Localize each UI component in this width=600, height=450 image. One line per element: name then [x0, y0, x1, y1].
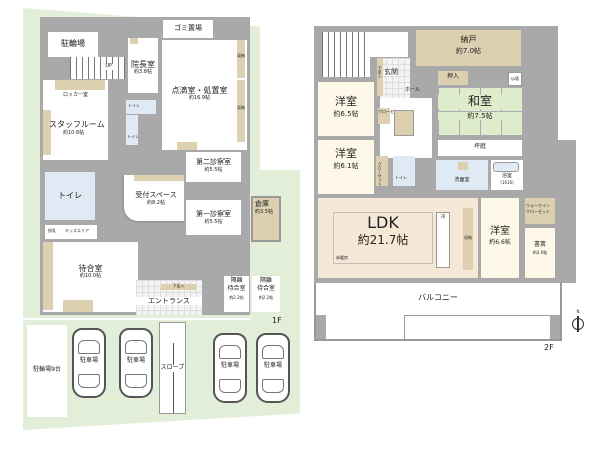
- room-garbage: ゴミ置場: [163, 20, 213, 38]
- nursing-label: 授乳: [48, 228, 56, 233]
- altar: 仏壇: [508, 72, 522, 86]
- storage-cabinet: 収納: [463, 208, 473, 270]
- room-name: 受付スペース: [135, 191, 177, 199]
- room-entrance[interactable]: 下足入 エントランス: [136, 280, 202, 315]
- room-isolation-1: 隔離 待合室 約2.2帖: [224, 276, 249, 312]
- staircase-2f[interactable]: DN: [322, 32, 378, 77]
- room-western-3: 洋室 約6.6帖: [481, 198, 519, 278]
- room-size: 約5.5帖: [204, 167, 223, 173]
- room-size: 約8.2帖: [147, 200, 165, 206]
- parking-space-2[interactable]: 駐車場: [119, 328, 153, 398]
- room-size: 約10.6帖: [63, 130, 85, 136]
- room-storeroom: 納戸 約7.0帖: [416, 30, 521, 66]
- room-exam-1: 第一診察室 約5.5帖: [186, 200, 241, 235]
- room-study: 書斎 約3.0帖: [525, 228, 555, 278]
- room-ldk: LDK 約21.7帖 床暖房 冷 収納: [318, 198, 478, 278]
- storage-cabinet: [43, 242, 53, 310]
- storage-cabinet: 収納: [237, 40, 245, 78]
- room-exam-2: 第二診察室 約5.5帖: [186, 152, 241, 182]
- slope-arrow-icon: [173, 343, 174, 413]
- balcony-inner: [404, 315, 554, 339]
- parking-space-1[interactable]: 駐車場: [72, 328, 106, 398]
- room-size: 約16.9帖: [188, 95, 211, 101]
- shoe-box: 下足入: [161, 283, 196, 290]
- room-japanese: 和室 約7.5帖: [438, 87, 522, 135]
- closet-1: クローゼット: [378, 108, 402, 124]
- nursing-kids-area: 授乳 キッズエリア: [45, 225, 97, 239]
- floor-label-1f: 1F: [272, 316, 282, 325]
- parking-space-4[interactable]: 駐車場: [256, 333, 290, 403]
- closet-push: 押入: [438, 71, 468, 85]
- pillar: [550, 315, 560, 339]
- room-toilet-main: トイレ: [45, 172, 95, 220]
- room-name: トイレ: [58, 191, 82, 200]
- room-name: 第二診察室: [196, 158, 231, 166]
- room-staff: ロッカー室 スタッフルーム 約10.6帖: [43, 80, 108, 160]
- room-director: 院長室 約3.8帖: [128, 38, 158, 93]
- room-name: 待合室: [78, 264, 103, 273]
- room-name: エントランス: [136, 297, 202, 306]
- room-name: スタッフルーム: [49, 120, 105, 129]
- bathtub-icon: [493, 162, 519, 172]
- room-toilet-small-1: トイレ: [126, 100, 156, 114]
- room-washroom: 洗面室: [436, 160, 488, 190]
- room-bathroom: 浴室 (1616): [491, 160, 523, 190]
- closet-storage: [394, 110, 414, 136]
- courtyard: 坪庭: [438, 140, 522, 156]
- closet-2: クローゼット: [376, 156, 388, 186]
- room-size: 約3.5帖: [255, 209, 273, 215]
- floor-1f-plan: 駐輪場 UP 院長室 約3.8帖 ゴミ置場 収納 収納 点滴室・処置室 約16.…: [23, 8, 300, 430]
- room-isolation-2: 隔離 待合室 約2.2帖: [252, 276, 280, 312]
- locker-label: ロッカー室: [63, 92, 89, 98]
- room-name: 点滴室・処置室: [171, 86, 228, 95]
- shoe-box: 下足入: [377, 58, 383, 96]
- bicycle-parking-label: 駐輪場: [61, 39, 85, 48]
- room-toilet-2f: トイレ: [393, 156, 415, 186]
- walk-in-closet: ウォークイン クローゼット: [525, 198, 555, 224]
- storage-cabinet: 収納: [237, 80, 245, 142]
- room-name: 院長室: [131, 60, 155, 69]
- shelf: [177, 142, 197, 150]
- storage-cabinet: [63, 300, 93, 312]
- genkan[interactable]: 玄関: [380, 58, 410, 98]
- parking-space-3[interactable]: 駐車場: [213, 333, 247, 403]
- locker-cabinets: [55, 80, 105, 90]
- room-western-1: 洋室 約6.5帖: [318, 82, 374, 136]
- floor-2f-plan: DN 納戸 約7.0帖 玄関 下足入 ホール クローゼット 洋室 約6.5帖 押…: [300, 0, 600, 450]
- pillar: [316, 315, 326, 339]
- bicycle-parking-9: 駐輪場9台: [27, 325, 67, 417]
- stair-landing: [370, 32, 408, 57]
- room-name: 第一診察室: [196, 210, 231, 218]
- shelf: [130, 38, 138, 44]
- room-size: 約10.0帖: [79, 273, 102, 279]
- room-reception: 受付スペース 約8.2帖: [122, 175, 184, 223]
- kitchen-counter: 冷: [436, 212, 450, 268]
- room-drip-treatment: 収納 収納 点滴室・処置室 約16.9帖: [162, 40, 247, 150]
- room-name: 倉庫: [255, 200, 269, 208]
- room-size: 約3.8帖: [134, 69, 152, 75]
- room-size: 約5.5帖: [204, 219, 223, 225]
- storage-cabinet: [458, 162, 468, 170]
- stair-up-label: UP: [104, 63, 113, 70]
- room-toilet-small-2: トイレ: [126, 115, 139, 145]
- floor-label-2f: 2F: [544, 343, 554, 352]
- room-waiting: 待合室 約10.0帖: [43, 242, 138, 312]
- compass-icon: N: [570, 309, 586, 336]
- kids-area-label: キッズエリア: [65, 228, 89, 233]
- room-name: ゴミ置場: [174, 24, 202, 32]
- room-storage: 倉庫 約3.5帖: [251, 196, 281, 242]
- bicycle-parking: 駐輪場: [48, 32, 98, 57]
- balcony[interactable]: バルコニー: [314, 283, 562, 341]
- slope: スロープ: [159, 322, 186, 414]
- high-cabinet: [134, 175, 184, 181]
- floor-heating-area: [333, 212, 433, 264]
- staircase-1f[interactable]: UP: [70, 57, 125, 79]
- room-western-2: 洋室 約6.1帖: [318, 140, 374, 194]
- storage-cabinet: [43, 110, 51, 155]
